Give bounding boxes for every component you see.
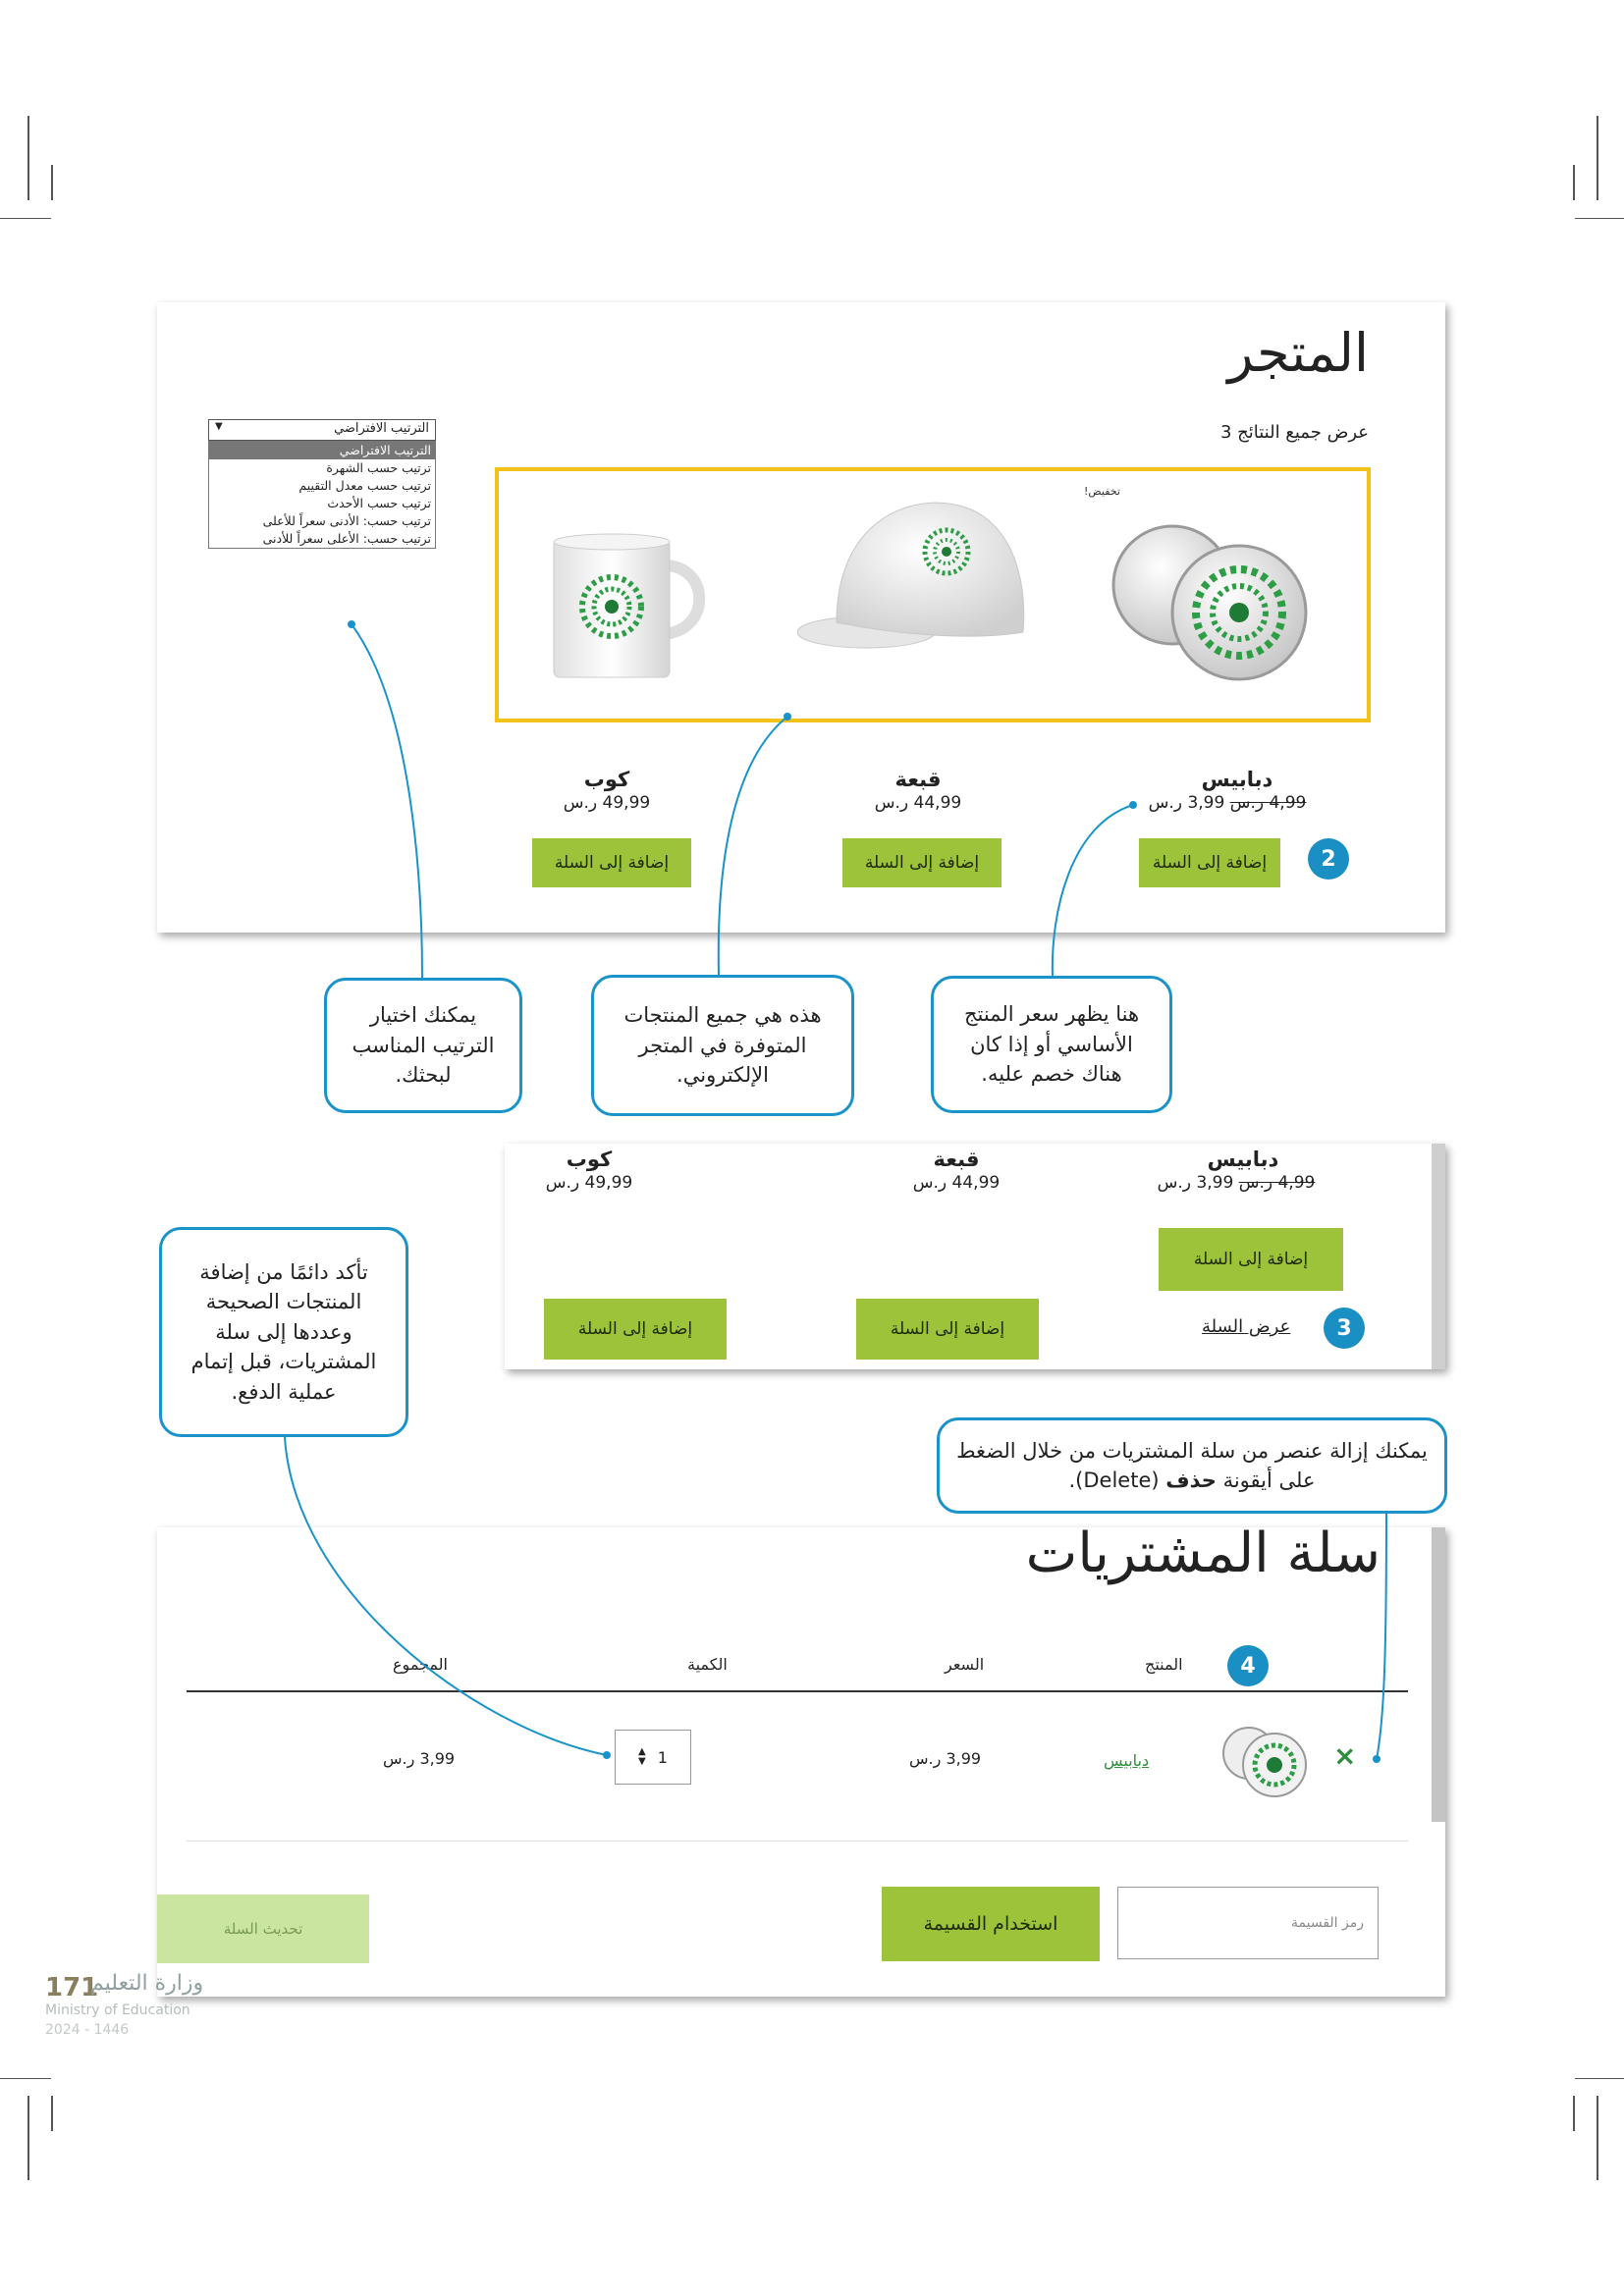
pins-image[interactable] (1104, 507, 1320, 693)
crop-mark (1575, 2078, 1624, 2079)
ministry-name-ar: وزارة التعليم (90, 1971, 204, 1996)
page-number: 171 (45, 1973, 99, 2002)
sort-option[interactable]: ترتيب حسب: الأعلى سعراً للأدنى (262, 531, 431, 546)
product-name[interactable]: كوب (566, 1148, 613, 1171)
step-marker-2: 2 (1308, 838, 1349, 880)
cart-title: سلة المشتريات (1025, 1522, 1380, 1585)
cart-panel: سلة المشتريات المنتج السعر الكمية المجمو… (157, 1522, 1445, 1997)
cart-row: × دبابيس 3,99 ر.س ▲▼ 1 3,99 ر.س (187, 1694, 1408, 1842)
scrollbar[interactable] (1432, 1527, 1445, 1822)
crop-mark (27, 2096, 29, 2180)
crop-mark (27, 116, 29, 200)
callout-check: تأكد دائمًا من إضافة المنتجات الصحيحة وع… (159, 1227, 408, 1437)
add-to-cart-button[interactable]: إضافة إلى السلة (532, 838, 691, 887)
product-name[interactable]: دبابيس (1201, 768, 1273, 791)
stepper-arrows-icon[interactable]: ▲▼ (638, 1746, 646, 1767)
crop-mark (1573, 165, 1575, 200)
delete-bold: حذف (1165, 1468, 1217, 1492)
product-name[interactable]: كوب (583, 768, 630, 791)
logo (579, 574, 644, 639)
cart-item-price: 3,99 ر.س (909, 1749, 982, 1768)
quantity-stepper[interactable]: ▲▼ 1 (615, 1730, 691, 1785)
store-title: المتجر (1227, 322, 1369, 384)
add-to-cart-button[interactable]: إضافة إلى السلة (856, 1299, 1039, 1360)
product-price: 44,99 ر.س (912, 1173, 1001, 1193)
callout-price: هنا يظهر سعر المنتج الأساسي أو إذا كان ه… (931, 976, 1172, 1113)
year-text: 2024 - 1446 (45, 2022, 130, 2038)
callout-sort: يمكنك اختيار الترتيب المناسب لبحثك. (324, 978, 522, 1113)
header-quantity: الكمية (687, 1655, 728, 1674)
crop-mark (51, 165, 53, 200)
product-price: 49,99 ر.س (563, 793, 651, 813)
coupon-input[interactable]: رمز القسيمة (1117, 1887, 1379, 1959)
ministry-name-en: Ministry of Education (45, 2002, 190, 2018)
cart-product-link[interactable]: دبابيس (1104, 1751, 1150, 1770)
sale-price: 3,99 ر.س (1148, 793, 1225, 813)
results-count: عرض جميع النتائج 3 (1219, 422, 1369, 443)
product-price: 4,99 ر.س 3,99 ر.س (1157, 1173, 1316, 1193)
crop-mark (0, 2078, 51, 2079)
sale-badge: تخفيض! (1084, 485, 1120, 498)
chevron-down-icon: ▼ (215, 421, 223, 432)
add-to-cart-button[interactable]: إضافة إلى السلة (1159, 1228, 1343, 1291)
crop-mark (1597, 2096, 1598, 2180)
step-marker-4: 4 (1227, 1645, 1269, 1686)
header-total: المجموع (393, 1655, 448, 1674)
sort-option[interactable]: ترتيب حسب الأحدث (327, 496, 431, 510)
product-price: 49,99 ر.س (545, 1173, 633, 1193)
remove-item-icon[interactable]: × (1333, 1739, 1357, 1772)
product-name[interactable]: قبعة (933, 1148, 980, 1171)
quantity-value: 1 (657, 1747, 668, 1767)
products-highlight (495, 467, 1371, 722)
step-marker-3: 3 (1324, 1308, 1365, 1349)
product-price: 44,99 ر.س (874, 793, 962, 813)
crop-mark (1597, 116, 1598, 200)
crop-mark (51, 2096, 53, 2131)
cart-header-row: المنتج السعر الكمية المجموع (187, 1647, 1408, 1692)
cap-image[interactable] (797, 485, 1033, 662)
add-to-cart-button[interactable]: إضافة إلى السلة (1139, 838, 1280, 887)
mug-image[interactable] (544, 516, 717, 689)
product-thumbnail[interactable] (1219, 1720, 1314, 1800)
sort-option[interactable]: الترتيب الافتراضي (209, 442, 435, 459)
header-price: السعر (945, 1655, 985, 1674)
view-cart-link[interactable]: عرض السلة (1202, 1316, 1291, 1337)
callout-products: هذه هي جميع المنتجات المتوفرة في المتجر … (591, 975, 854, 1116)
product-name[interactable]: دبابيس (1207, 1148, 1279, 1171)
scrollbar[interactable] (1432, 1144, 1445, 1369)
header-product: المنتج (1145, 1655, 1183, 1674)
sort-option[interactable]: ترتيب حسب: الأدنى سعراً للأعلى (262, 513, 431, 528)
sort-dropdown[interactable]: الترتيب الافتراضي ▼ الترتيب الافتراضي تر… (208, 419, 436, 576)
sort-options-list: الترتيب الافتراضي ترتيب حسب الشهرة ترتيب… (208, 441, 436, 549)
callout-delete: يمكنك إزالة عنصر من سلة المشتريات من خلا… (937, 1417, 1447, 1514)
apply-coupon-button[interactable]: استخدام القسيمة (882, 1887, 1100, 1961)
product-price: 4,99 ر.س 3,99 ر.س (1129, 793, 1326, 813)
add-to-cart-button[interactable]: إضافة إلى السلة (842, 838, 1001, 887)
product-name[interactable]: قبعة (894, 768, 942, 791)
sort-option[interactable]: ترتيب حسب معدل التقييم (298, 478, 431, 493)
store-panel-cropped: دبابيس 4,99 ر.س 3,99 ر.س قبعة 44,99 ر.س … (505, 1144, 1445, 1369)
add-to-cart-button[interactable]: إضافة إلى السلة (544, 1299, 727, 1360)
old-price: 4,99 ر.س (1229, 793, 1307, 813)
update-cart-button[interactable]: تحديث السلة (157, 1895, 369, 1963)
store-panel: المتجر عرض جميع النتائج 3 الترتيب الافتر… (157, 302, 1445, 933)
sort-option[interactable]: ترتيب حسب الشهرة (326, 460, 431, 475)
cart-item-total: 3,99 ر.س (383, 1749, 456, 1768)
crop-mark (1573, 2096, 1575, 2131)
crop-mark (0, 218, 51, 219)
crop-mark (1575, 218, 1624, 219)
sort-selected: الترتيب الافتراضي (334, 421, 429, 436)
